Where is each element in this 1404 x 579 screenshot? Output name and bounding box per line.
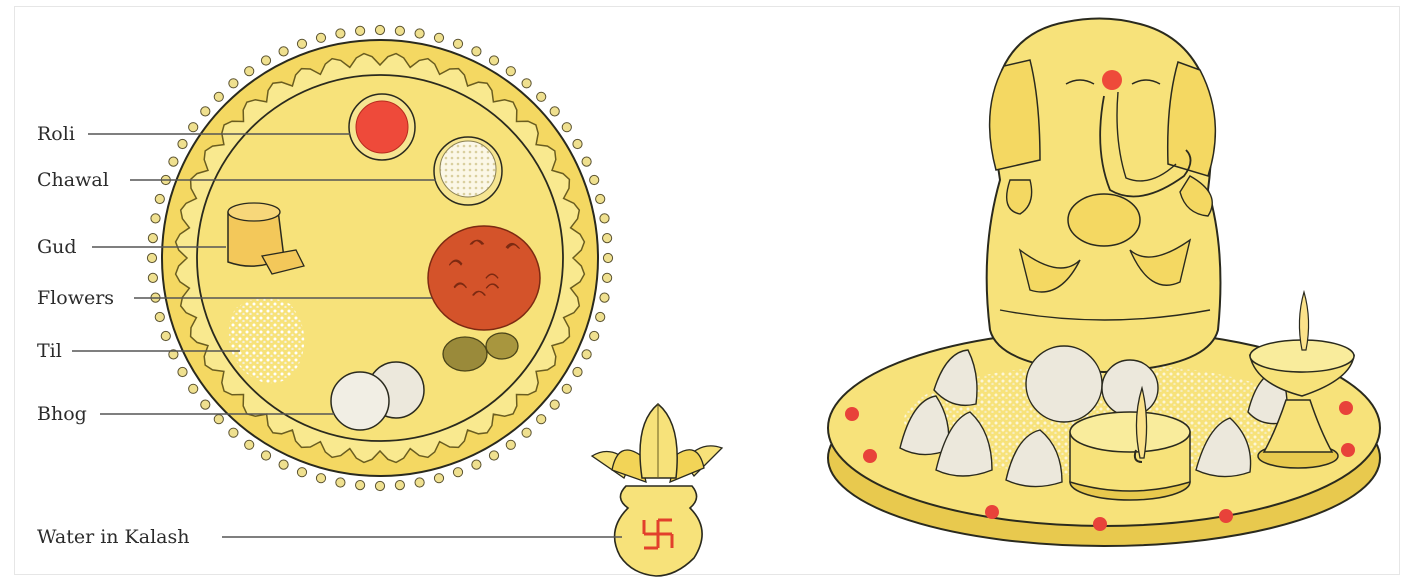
- label-roli: Roli: [37, 123, 75, 145]
- thali-bead: [434, 33, 443, 42]
- thali-bead: [201, 400, 210, 409]
- thali-bead: [375, 25, 384, 34]
- thali-bead: [155, 194, 164, 203]
- thali-bead: [415, 29, 424, 38]
- thali-bead: [279, 460, 288, 469]
- thali-bead: [472, 47, 481, 56]
- thali-bead: [603, 273, 612, 282]
- thali-bead: [261, 56, 270, 65]
- label-til: Til: [37, 340, 62, 362]
- thali-bead: [550, 107, 559, 116]
- thali-bead: [522, 428, 531, 437]
- thali-bead: [489, 451, 498, 460]
- thali-bead: [537, 92, 546, 101]
- thali-bead: [201, 107, 210, 116]
- label-flowers: Flowers: [37, 287, 114, 309]
- thali-bead: [590, 331, 599, 340]
- label-gud: Gud: [37, 236, 77, 258]
- thali-bead: [434, 474, 443, 483]
- thali-bead: [245, 440, 254, 449]
- chawal-bowl: [434, 137, 502, 205]
- thali-bead: [261, 451, 270, 460]
- thali-bead: [279, 47, 288, 56]
- thali-bead: [189, 384, 198, 393]
- thali-bead: [178, 367, 187, 376]
- thali-bead: [506, 440, 515, 449]
- kalash-pot-illustration: [592, 404, 722, 576]
- thali-bead: [395, 26, 404, 35]
- thali-bead: [375, 481, 384, 490]
- thali-bead: [590, 175, 599, 184]
- thali-bead: [169, 157, 178, 166]
- thali-bead: [596, 312, 605, 321]
- thali-bead: [214, 92, 223, 101]
- thali-bead: [229, 428, 238, 437]
- label-chawal: Chawal: [37, 169, 109, 191]
- thali-bead: [356, 481, 365, 490]
- thali-bead: [395, 481, 404, 490]
- thali-bead: [147, 253, 156, 262]
- thali-bead: [596, 194, 605, 203]
- thali-bead: [453, 39, 462, 48]
- thali-bead: [178, 139, 187, 148]
- thali-bead: [297, 39, 306, 48]
- thali-bead: [603, 234, 612, 243]
- thali-bead: [506, 67, 515, 76]
- thali-bead: [316, 474, 325, 483]
- thali-bead: [415, 478, 424, 487]
- thali-bead: [562, 123, 571, 132]
- thali-bead: [229, 79, 238, 88]
- thali-bead: [148, 234, 157, 243]
- thali-bead: [600, 214, 609, 223]
- thali-bead: [316, 33, 325, 42]
- thali-bead: [148, 273, 157, 282]
- thali-bead: [573, 367, 582, 376]
- thali-bead: [161, 331, 170, 340]
- thali-bead: [155, 312, 164, 321]
- label-bhog: Bhog: [37, 403, 87, 425]
- thali-bead: [356, 26, 365, 35]
- thali-bead: [472, 460, 481, 469]
- thali-bead: [582, 350, 591, 359]
- label-water-in-kalash: Water in Kalash: [37, 526, 189, 548]
- thali-bead: [245, 67, 254, 76]
- thali-bead: [562, 384, 571, 393]
- thali-bead: [489, 56, 498, 65]
- thali-bead: [453, 468, 462, 477]
- thali-bead: [603, 253, 612, 262]
- thali-bead: [214, 415, 223, 424]
- thali-bead: [582, 157, 591, 166]
- thali-bead: [189, 123, 198, 132]
- thali-bead: [522, 79, 531, 88]
- roli-bowl: [349, 94, 415, 160]
- ganesha-idol-illustration: [828, 18, 1380, 546]
- thali-bead: [573, 139, 582, 148]
- thali-bead: [550, 400, 559, 409]
- thali-bead: [537, 415, 546, 424]
- thali-bead: [336, 478, 345, 487]
- thali-bead: [151, 214, 160, 223]
- thali-bead: [600, 293, 609, 302]
- thali-bead: [297, 468, 306, 477]
- thali-bead: [336, 29, 345, 38]
- puja-thali-illustration: [147, 25, 612, 490]
